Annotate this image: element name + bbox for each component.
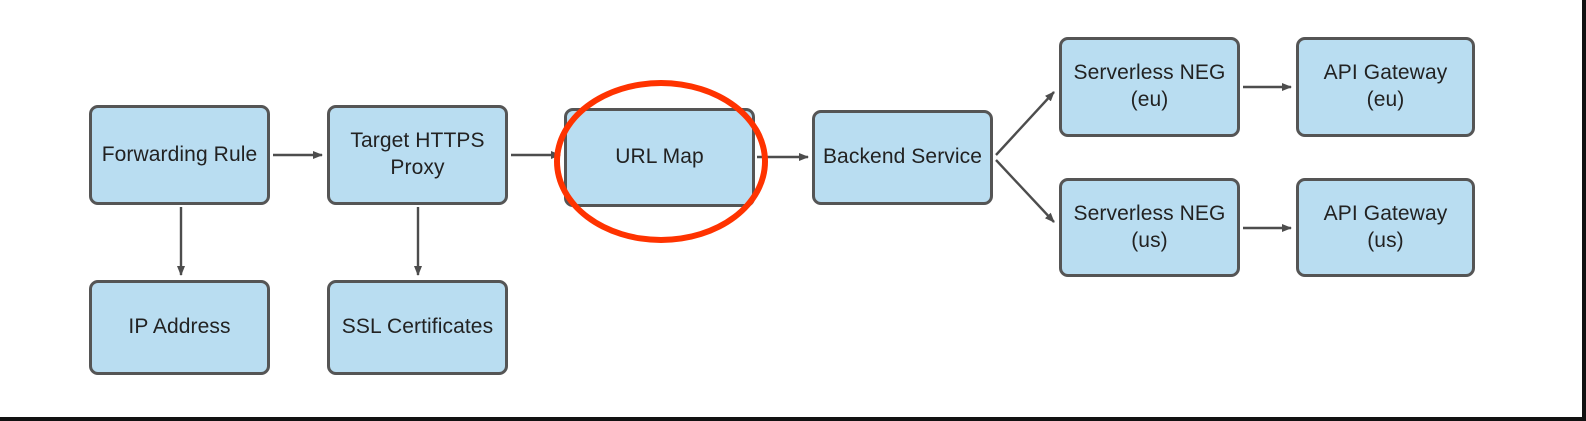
edge-backend-to-neg-eu [995,91,1055,156]
node-api-gateway-eu[interactable]: API Gateway (eu) [1296,37,1475,137]
node-ip-address[interactable]: IP Address [89,280,270,375]
node-api-gateway-us[interactable]: API Gateway (us) [1296,178,1475,277]
node-forwarding-rule[interactable]: Forwarding Rule [89,105,270,205]
edge-backend-to-neg-us [995,159,1055,223]
node-serverless-neg-us[interactable]: Serverless NEG (us) [1059,178,1240,277]
node-target-https-proxy[interactable]: Target HTTPS Proxy [327,105,508,205]
node-url-map[interactable]: URL Map [564,108,755,207]
node-backend-service[interactable]: Backend Service [812,110,993,205]
node-serverless-neg-eu[interactable]: Serverless NEG (eu) [1059,37,1240,137]
node-ssl-certificates[interactable]: SSL Certificates [327,280,508,375]
